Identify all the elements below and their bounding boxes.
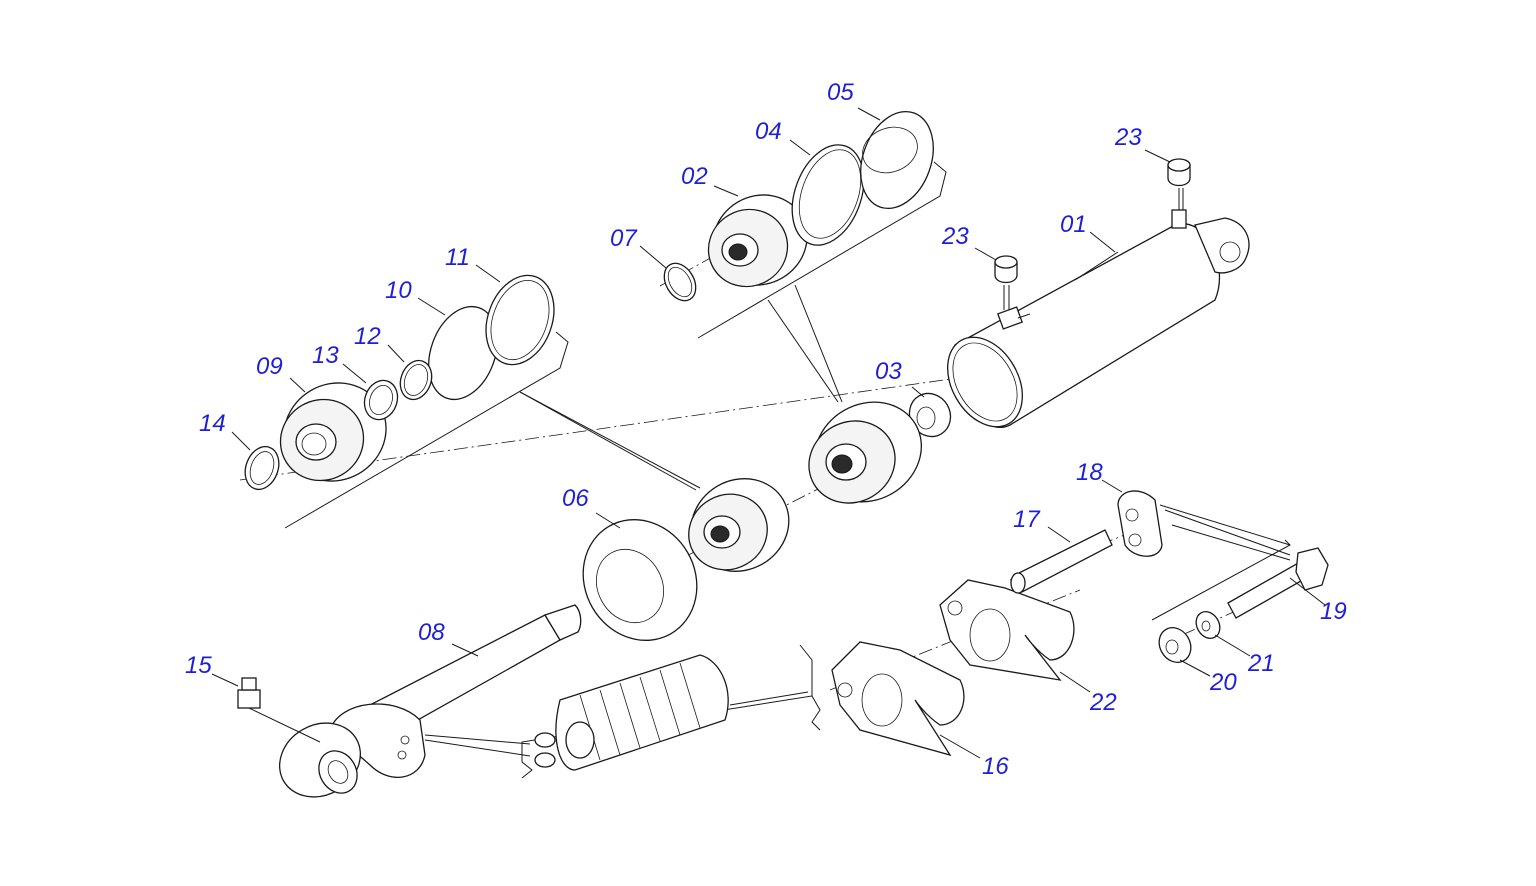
grease-nipple-15: [211, 673, 321, 743]
label-22: 22: [1089, 689, 1117, 716]
label-01: 01: [1060, 211, 1087, 238]
ring-11: [475, 264, 555, 366]
bracket-16: [831, 641, 981, 759]
label-02: 02: [681, 163, 708, 190]
pin-17: [1010, 526, 1113, 594]
label-19: 19: [1320, 598, 1347, 625]
gland-09: [279, 377, 387, 482]
label-20: 20: [1209, 669, 1237, 696]
label-09: 09: [256, 353, 283, 380]
leader-01: [1089, 231, 1116, 253]
seal-ring-04: [789, 139, 865, 246]
gland: [707, 185, 808, 288]
label-08: 08: [418, 619, 445, 646]
part-labels: 01 02 03 04 05 06 07 08 09 10 11 12 13 1…: [185, 79, 1347, 780]
piston-assembly-left: [688, 478, 790, 572]
label-23-upper: 23: [1114, 124, 1142, 151]
label-07: 07: [610, 225, 638, 252]
washer-21: [1195, 611, 1251, 657]
cylinder-barrel: [947, 209, 1250, 428]
ring-14: [231, 431, 280, 491]
bolt-19: [1227, 547, 1329, 619]
label-10: 10: [385, 277, 412, 304]
dust-cap-lower: [974, 247, 1018, 310]
lock-nut-06: [582, 512, 698, 641]
label-23-lower: 23: [941, 223, 969, 250]
label-18: 18: [1076, 459, 1103, 486]
label-21: 21: [1247, 650, 1275, 677]
label-15: 15: [185, 652, 212, 679]
nut-20: [1158, 627, 1211, 677]
label-13: 13: [312, 342, 339, 369]
label-17: 17: [1013, 506, 1041, 533]
group-bracket-lines: [284, 161, 1291, 779]
piston-assembly: [808, 401, 922, 504]
label-16: 16: [982, 753, 1009, 780]
wear-ring-05: [857, 107, 934, 210]
label-03: 03: [875, 358, 902, 385]
washer-plate-18: [1101, 479, 1163, 557]
bracket-22: [939, 579, 1091, 693]
label-14: 14: [199, 410, 226, 437]
label-12: 12: [354, 323, 381, 350]
piston-rod: [278, 604, 582, 798]
ring-12: [387, 344, 433, 401]
label-05: 05: [827, 79, 854, 106]
o-ring-07: [639, 245, 697, 302]
label-04: 04: [755, 118, 782, 145]
dust-cap-upper: [1144, 149, 1191, 210]
label-11: 11: [445, 244, 470, 271]
ring-10: [417, 297, 498, 401]
ring-13: [342, 363, 399, 421]
label-06: 06: [562, 485, 589, 512]
shim-stack: [534, 654, 729, 771]
